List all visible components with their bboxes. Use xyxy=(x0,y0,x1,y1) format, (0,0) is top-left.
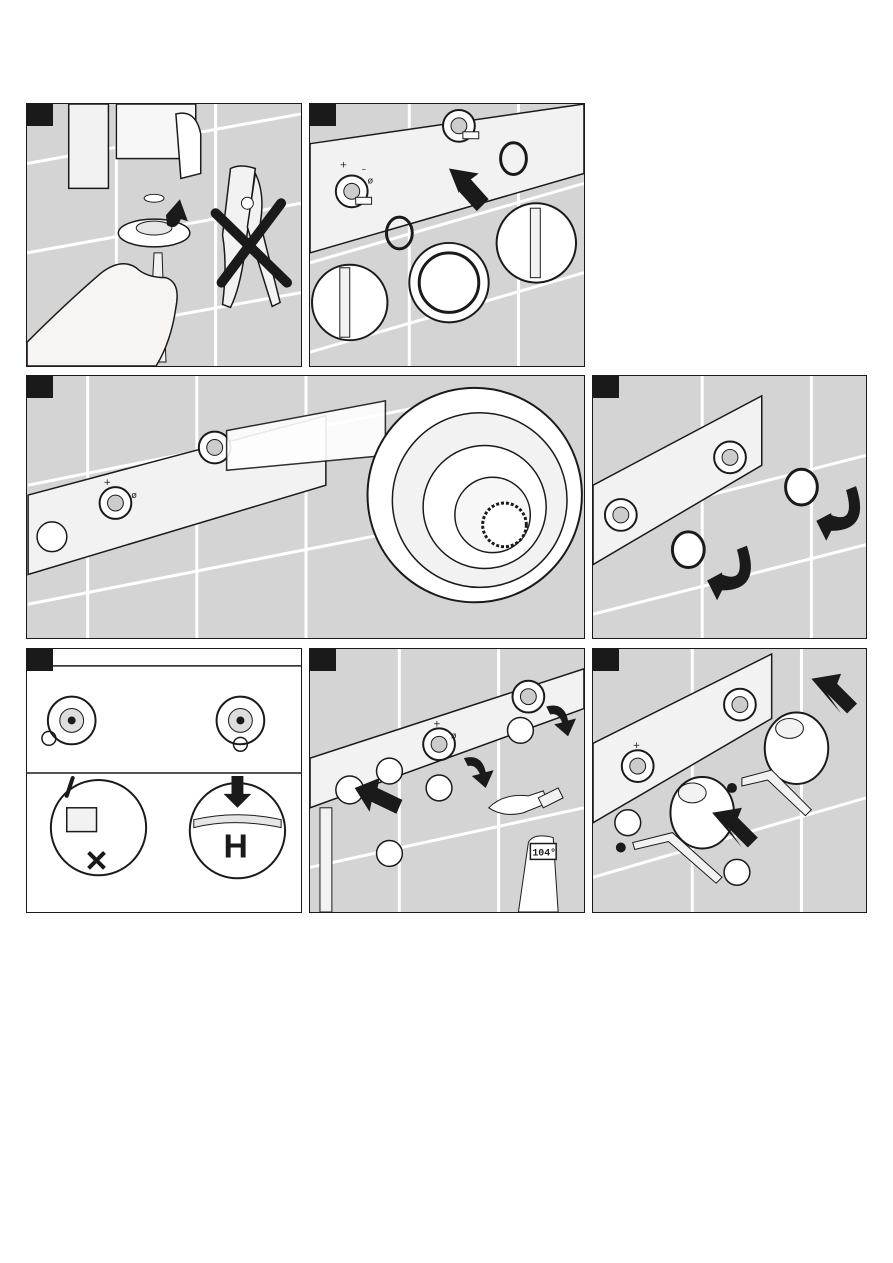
plus-sign: + xyxy=(633,741,640,751)
thermostat-dial-icon xyxy=(513,681,545,713)
plus-sign: + xyxy=(104,478,111,488)
illustration-4 xyxy=(593,376,866,638)
arrow-icon xyxy=(816,486,860,541)
panel-3-spline-detail: + ø xyxy=(26,375,585,639)
thermostat-dial-icon xyxy=(443,110,479,142)
step-marker-5 xyxy=(27,649,53,671)
panel-5-alignment: H xyxy=(26,648,302,913)
thermostat-dial-icon xyxy=(714,442,746,474)
plus-sign: + xyxy=(433,719,440,729)
illustration-3: + ø xyxy=(27,376,584,638)
panel-2-o-rings: + – ø xyxy=(309,103,585,367)
step-marker-6 xyxy=(310,649,336,671)
lock-sign: ø xyxy=(131,491,137,501)
step-marker-4 xyxy=(593,376,619,398)
hot-mark-label: H xyxy=(224,827,248,865)
thermostat-dial-icon xyxy=(622,750,654,782)
lock-sign: ø xyxy=(451,731,457,741)
temperature-readout: 104° xyxy=(532,847,556,858)
thermometer-display-icon: 104° xyxy=(518,836,558,912)
illustration-6: + ø 104° xyxy=(310,649,584,912)
shower-symbol-icon xyxy=(37,522,67,552)
hand-icon xyxy=(27,264,177,366)
minus-sign: – xyxy=(362,164,367,174)
thermostat-dial-icon xyxy=(199,432,231,464)
thermostat-dial-icon xyxy=(724,689,756,721)
panel-6-temperature-calibration: + ø 104° xyxy=(309,648,585,913)
step-marker-7 xyxy=(593,649,619,671)
illustration-7: + xyxy=(593,649,866,912)
illustration-1 xyxy=(27,104,301,366)
plus-sign: + xyxy=(340,161,347,171)
lock-sign: ø xyxy=(368,176,374,186)
step-marker-2 xyxy=(310,104,336,126)
step-marker-1 xyxy=(27,104,53,126)
panel-1-holder-removal xyxy=(26,103,302,367)
thermostat-dial-icon xyxy=(605,499,637,531)
arrow-icon xyxy=(464,757,494,788)
illustration-2: + – ø xyxy=(310,104,584,366)
arrow-icon xyxy=(707,546,751,601)
thermostat-dial-icon xyxy=(100,487,132,519)
shower-symbol-icon xyxy=(377,758,403,784)
step-marker-3 xyxy=(27,376,53,398)
illustration-5: H xyxy=(27,649,301,912)
panel-7-handle-installation: + xyxy=(592,648,867,913)
pliers-crossed-icon xyxy=(216,166,287,307)
panel-4-sleeve-removal xyxy=(592,375,867,639)
arrow-icon xyxy=(811,674,857,714)
